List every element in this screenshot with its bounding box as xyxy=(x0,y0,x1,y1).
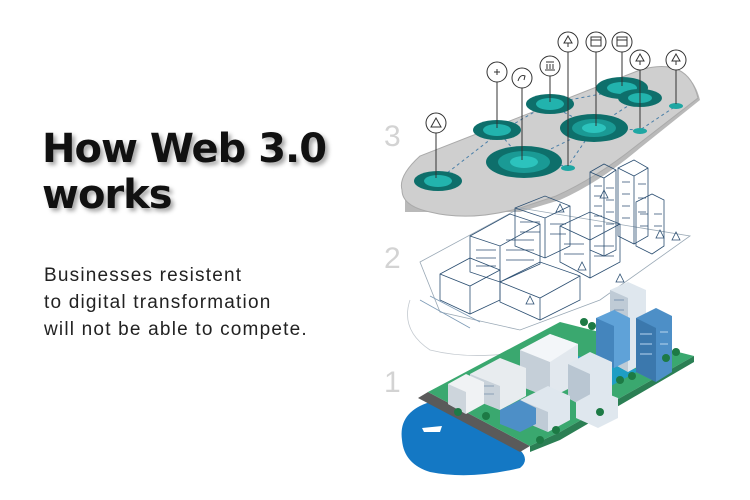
building xyxy=(596,310,630,368)
building xyxy=(576,390,618,428)
subtitle-line-3: will not be able to compete. xyxy=(44,319,308,340)
building xyxy=(520,334,578,398)
layer-3-label: 3 xyxy=(384,120,401,153)
headline-line-1: How Web 3.0 xyxy=(42,126,327,172)
building xyxy=(448,374,484,414)
headline: How Web 3.0 works xyxy=(42,126,327,218)
warning-icon xyxy=(425,112,447,134)
calendar-icon xyxy=(611,31,633,53)
layer-2-label: 2 xyxy=(384,242,401,275)
trees xyxy=(454,318,680,444)
physical-city-layer xyxy=(401,282,694,476)
horse-icon xyxy=(511,67,533,89)
building xyxy=(500,400,536,432)
tree-icon xyxy=(665,49,687,71)
data-layer xyxy=(400,31,700,217)
node-ring xyxy=(414,171,462,191)
layer-1-label: 1 xyxy=(384,366,401,399)
wireframe-layer xyxy=(407,159,692,356)
tree-icon xyxy=(629,49,651,71)
tree-icon xyxy=(557,31,579,53)
building xyxy=(636,308,672,382)
headline-line-2: works xyxy=(42,172,173,218)
subtitle: Businesses resistent to digital transfor… xyxy=(44,262,308,343)
subtitle-line-1: Businesses resistent xyxy=(44,265,243,286)
calendar-icon xyxy=(585,31,607,53)
subtitle-line-2: to digital transformation xyxy=(44,292,272,313)
